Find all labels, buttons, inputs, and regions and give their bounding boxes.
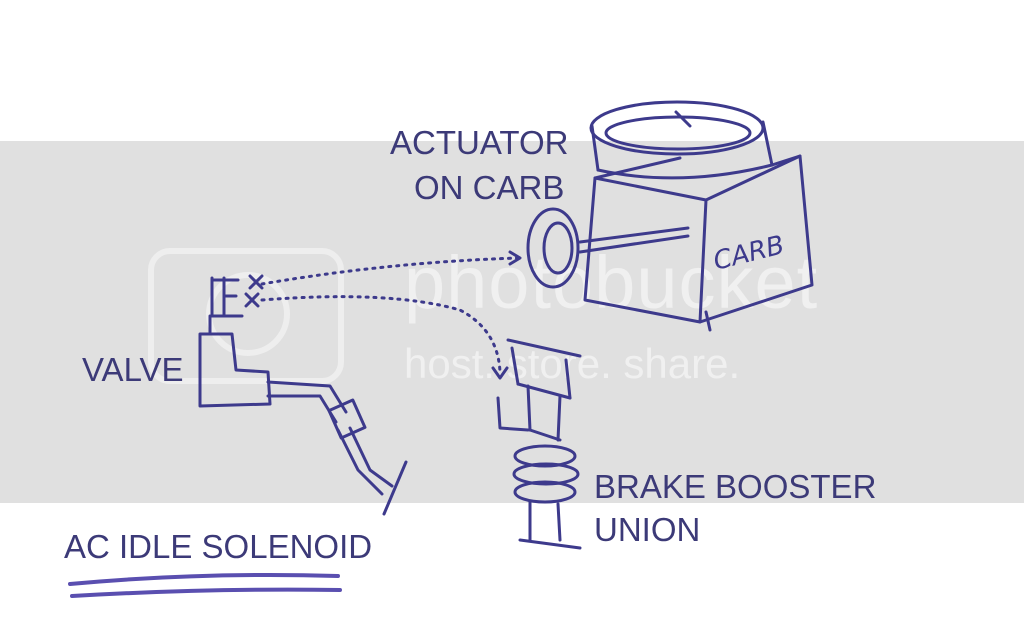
carb-drawing [583, 100, 814, 332]
valve-label: VALVE [82, 351, 184, 388]
valve-drawing [198, 274, 408, 516]
vacuum-lines [260, 256, 520, 374]
diagram-title: AC IDLE SOLENOID [64, 528, 373, 565]
actuator-drawing [526, 207, 690, 289]
actuator-label-line1: ACTUATOR [390, 124, 569, 161]
watermark-lens [206, 272, 290, 356]
brake-booster-label-line1: BRAKE BOOSTER [594, 468, 877, 505]
watermark-brand: photobucket [404, 241, 819, 324]
watermark-camera-icon [148, 248, 344, 384]
brake-booster-label-line2: UNION [594, 511, 701, 548]
carb-handwritten-label: CARB [710, 230, 787, 276]
title-underline [68, 573, 342, 598]
watermark-tagline: host. store. share. [404, 340, 741, 387]
brake-booster-drawing [496, 338, 582, 550]
actuator-label-line2: ON CARB [414, 169, 565, 206]
gray-band [0, 141, 1024, 503]
